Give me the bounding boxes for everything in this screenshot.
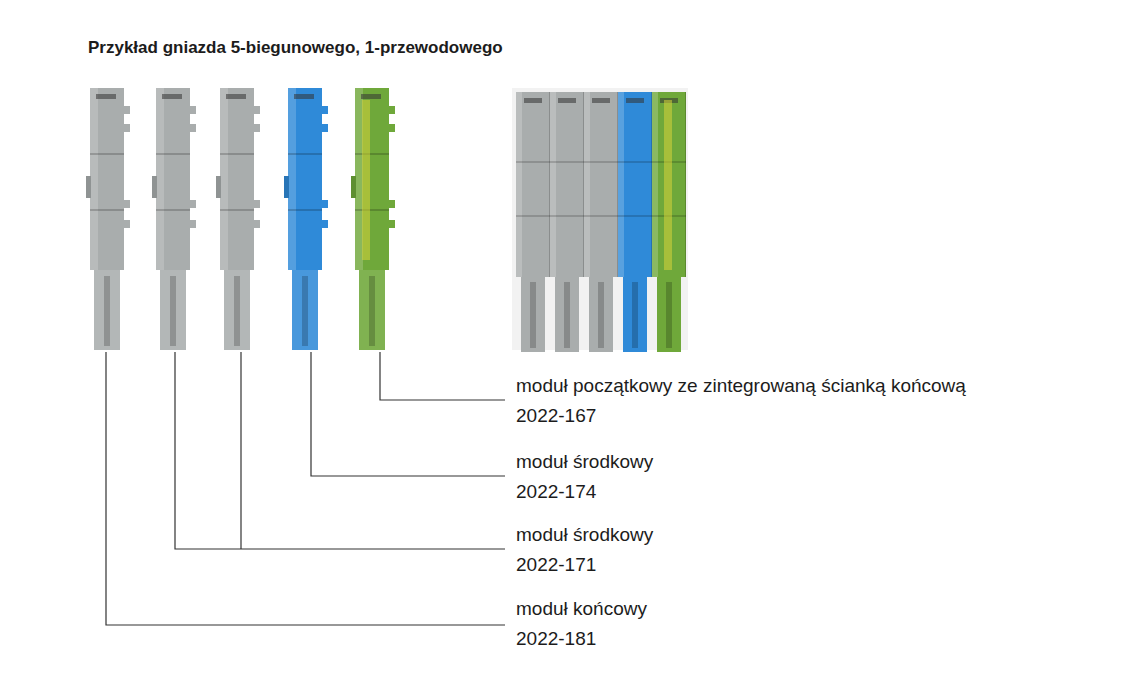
leader-line: [311, 352, 505, 476]
middle-module: [216, 88, 260, 350]
middle-module: [284, 88, 328, 350]
part-number: 2022-167: [516, 404, 596, 428]
part-number: 2022-174: [516, 480, 596, 504]
stripe: [362, 100, 370, 260]
assembled-module: [584, 92, 618, 352]
start-module: [351, 88, 395, 350]
leader-line: [175, 352, 505, 549]
assembled-module: [550, 92, 584, 352]
part-number: 2022-181: [516, 627, 596, 651]
diagram-title: Przykład gniazda 5-biegunowego, 1-przewo…: [88, 38, 503, 58]
end-module: [86, 88, 130, 350]
middle-module: [152, 88, 196, 350]
part-name: moduł środkowy: [516, 450, 653, 474]
stripe: [664, 100, 672, 270]
assembled-module: [618, 92, 652, 352]
assembled-module: [652, 92, 686, 352]
part-name: moduł środkowy: [516, 523, 653, 547]
leader-line: [240, 352, 241, 549]
leader-line: [106, 352, 505, 625]
assembled-module: [516, 92, 550, 352]
part-name: moduł końcowy: [516, 597, 647, 621]
part-number: 2022-171: [516, 553, 596, 577]
part-name: moduł początkowy ze zintegrowaną ścianką…: [516, 374, 966, 398]
leader-line: [380, 352, 505, 400]
